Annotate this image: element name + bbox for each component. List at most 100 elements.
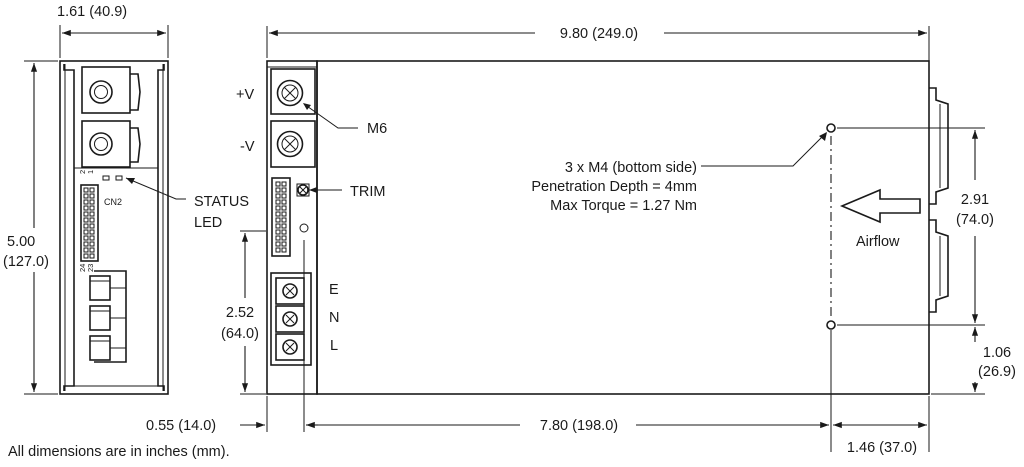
connector-pin [83, 199, 89, 205]
connector-pin [275, 205, 281, 211]
connector-pin [275, 181, 281, 187]
right-bracket-top [929, 87, 949, 205]
status-label: STATUS [194, 194, 249, 210]
pin-24-label: 24 [78, 264, 87, 272]
connector-pin [275, 217, 281, 223]
top-view [266, 60, 985, 452]
m6-leader [303, 103, 358, 129]
side-stud-top [81, 66, 141, 114]
terminal-height-dim-mm: (64.0) [221, 326, 259, 342]
connector-pin [281, 217, 287, 223]
connector-pin [89, 199, 95, 205]
side-width-dim: 1.61 (40.9) [57, 4, 127, 20]
dimensions-note: All dimensions are in inches (mm). [8, 444, 230, 460]
connector-pin [275, 223, 281, 229]
connector-pin [281, 205, 287, 211]
connector-pin [89, 241, 95, 247]
connector-pin [89, 193, 95, 199]
l-label: L [330, 338, 338, 354]
pin-2-label: 2 [78, 170, 87, 174]
mount-spacing-dim-in: 2.91 [961, 192, 989, 208]
connector-pin [83, 187, 89, 193]
connector-pin [275, 211, 281, 217]
left-offset-dim: 0.55 (14.0) [146, 418, 216, 434]
mount-offset-dim-in: 1.06 [983, 345, 1011, 361]
connector-pin [89, 223, 95, 229]
cn2-connector [80, 184, 99, 262]
connector-pin [281, 181, 287, 187]
mount-note-line2: Penetration Depth = 4mm [531, 179, 697, 195]
plus-v-label: +V [236, 87, 254, 103]
mount-hole-bottom [826, 320, 836, 330]
connector-pin [83, 229, 89, 235]
height-dim-mm: (127.0) [3, 254, 49, 270]
mount-leader [701, 132, 827, 167]
connector-pin [275, 241, 281, 247]
mount-note-line1: 3 x M4 (bottom side) [565, 160, 697, 176]
n-label: N [329, 310, 339, 326]
connector-pin [89, 253, 95, 259]
side-view: 2 1 24 23 CN2 [0, 25, 169, 395]
mount-spacing-dim-mm: (74.0) [956, 212, 994, 228]
ac-terminal-block [270, 272, 312, 366]
connector-pin [83, 241, 89, 247]
trim-potentiometer [296, 183, 310, 197]
connector-pin [281, 211, 287, 217]
connector-pin [281, 187, 287, 193]
connector-pin [89, 211, 95, 217]
connector-pin [281, 247, 287, 253]
connector-pin [83, 235, 89, 241]
connector-pin [275, 193, 281, 199]
led-label: LED [194, 215, 222, 231]
connector-pin [281, 199, 287, 205]
airflow-label: Airflow [856, 234, 900, 250]
connector-pin [83, 211, 89, 217]
e-label: E [329, 282, 339, 298]
m6-label: M6 [367, 121, 387, 137]
connector-pin [89, 205, 95, 211]
connector-pin [281, 241, 287, 247]
connector-pin [281, 223, 287, 229]
side-terminal-block [89, 270, 127, 363]
connector-pin [281, 229, 287, 235]
mount-note-line3: Max Torque = 1.27 Nm [550, 198, 697, 214]
connector-pin [275, 229, 281, 235]
connector-pin [83, 217, 89, 223]
connector-pin [83, 253, 89, 259]
connector-pin [83, 247, 89, 253]
mount-hole-top [826, 123, 836, 133]
top-cn2 [271, 177, 291, 257]
terminal-height-dim-in: 2.52 [226, 305, 254, 321]
connector-pin [89, 247, 95, 253]
right-bracket-bottom [929, 219, 949, 313]
right-offset-dim: 1.46 (37.0) [847, 440, 917, 456]
connector-pin [89, 235, 95, 241]
connector-pin [275, 199, 281, 205]
pin-1-label: 1 [86, 170, 95, 174]
trim-label: TRIM [350, 184, 385, 200]
mount-offset-dim-mm: (26.9) [978, 364, 1016, 380]
connector-pin [89, 229, 95, 235]
connector-pin [83, 223, 89, 229]
connector-pin [281, 193, 287, 199]
plus-v-stud [270, 68, 316, 115]
connector-pin [89, 217, 95, 223]
connector-pin [275, 247, 281, 253]
height-dim-in: 5.00 [7, 234, 35, 250]
connector-pin [275, 187, 281, 193]
connector-pin [275, 235, 281, 241]
connector-pin [83, 193, 89, 199]
minus-v-stud [270, 120, 316, 168]
overall-length-dim: 9.80 (249.0) [560, 26, 638, 42]
pin-23-label: 23 [86, 264, 95, 272]
cn2-label: CN2 [104, 197, 122, 207]
connector-pin [83, 205, 89, 211]
minus-v-label: -V [240, 139, 255, 155]
connector-pin [281, 235, 287, 241]
mount-length-dim: 7.80 (198.0) [540, 418, 618, 434]
connector-pin [89, 187, 95, 193]
status-led-leader [125, 177, 186, 200]
side-stud-bottom [81, 120, 141, 168]
airflow-arrow [839, 188, 921, 224]
